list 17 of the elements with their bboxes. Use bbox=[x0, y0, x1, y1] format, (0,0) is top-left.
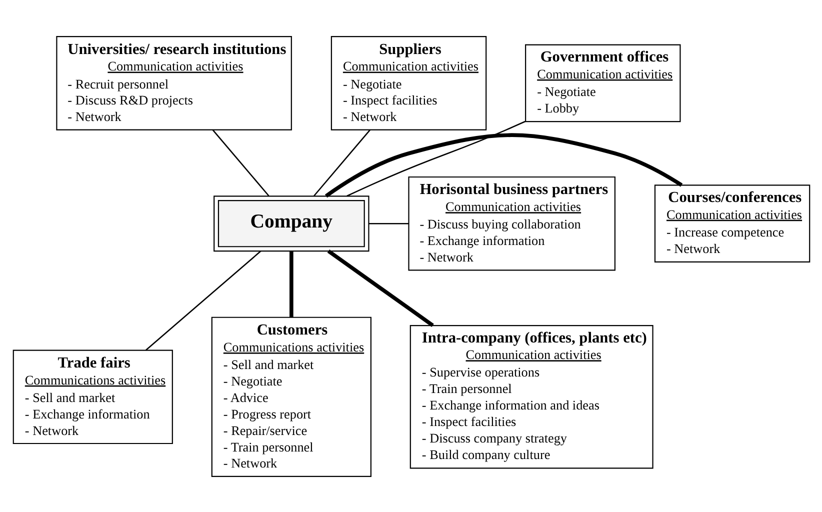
node-box: Suppliers Communication activities - Negotiate - Inspect facilities - Network bbox=[330, 36, 486, 130]
node-box: Courses/conferences Communication activities - Increase competence - Network bbox=[654, 184, 810, 262]
connector bbox=[346, 120, 525, 196]
node-box: Trade fairs Communications activities - Sell and market - Exchange information - Network bbox=[12, 349, 172, 444]
node-box: Universities/ research institutions Communication activities - Recruit personnel - Discuss R&D projects - Network bbox=[56, 36, 292, 130]
connector bbox=[326, 248, 434, 326]
connector bbox=[368, 222, 408, 224]
node-box: Government offices Communication activities - Negotiate - Lobby bbox=[524, 44, 680, 122]
connector bbox=[324, 132, 682, 198]
node-box: Horisontal business partners Communication activities - Discuss buying collaboration - Exchange information - Network bbox=[408, 176, 615, 270]
connector bbox=[145, 250, 261, 350]
connector bbox=[313, 129, 370, 196]
node-box: Intra-company (offices, plants etc) Communication activities - Supervise operations - Train personnel - Exchange information and ideas - Inspect facilities - Discuss company strategy - Build company culture bbox=[409, 324, 653, 468]
node-box: Company bbox=[213, 195, 369, 252]
node-box: Customers Communications activities - Sell and market - Negotiate - Advice - Progress report - Repair/service - Train personnel - Network bbox=[210, 316, 371, 476]
connector bbox=[212, 129, 269, 196]
connector bbox=[289, 250, 293, 317]
